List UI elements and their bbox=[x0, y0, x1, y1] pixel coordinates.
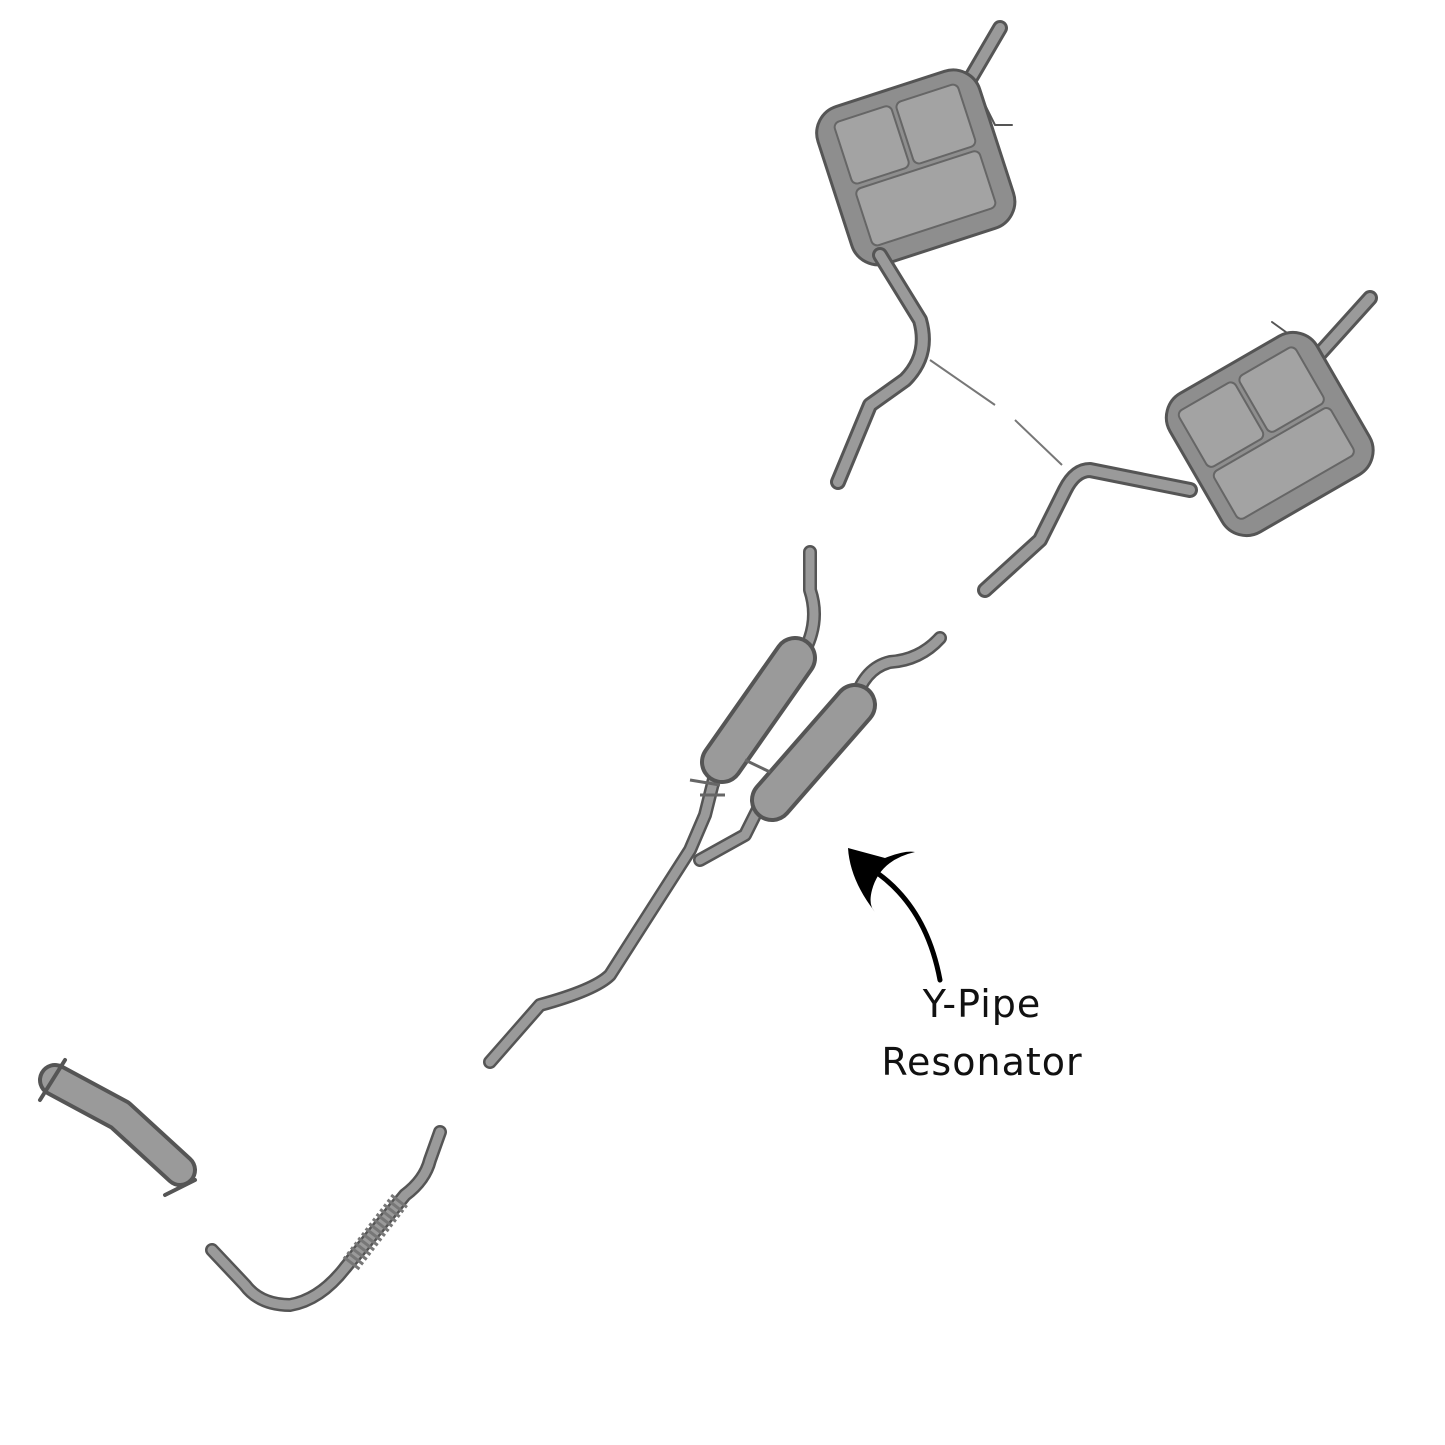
front-pipe bbox=[205, 1125, 447, 1312]
rear-right-muffler bbox=[977, 290, 1378, 598]
left-tailpipe-section bbox=[830, 247, 1063, 490]
downpipe bbox=[38, 1058, 197, 1197]
flex-section bbox=[342, 1193, 408, 1272]
y-pipe-resonator bbox=[483, 545, 947, 1069]
rear-left-muffler bbox=[815, 20, 1017, 267]
annotation-line2: Resonator bbox=[881, 1040, 1083, 1084]
annotation-line1: Y-Pipe bbox=[922, 982, 1042, 1026]
arrow-annotation bbox=[848, 848, 943, 983]
